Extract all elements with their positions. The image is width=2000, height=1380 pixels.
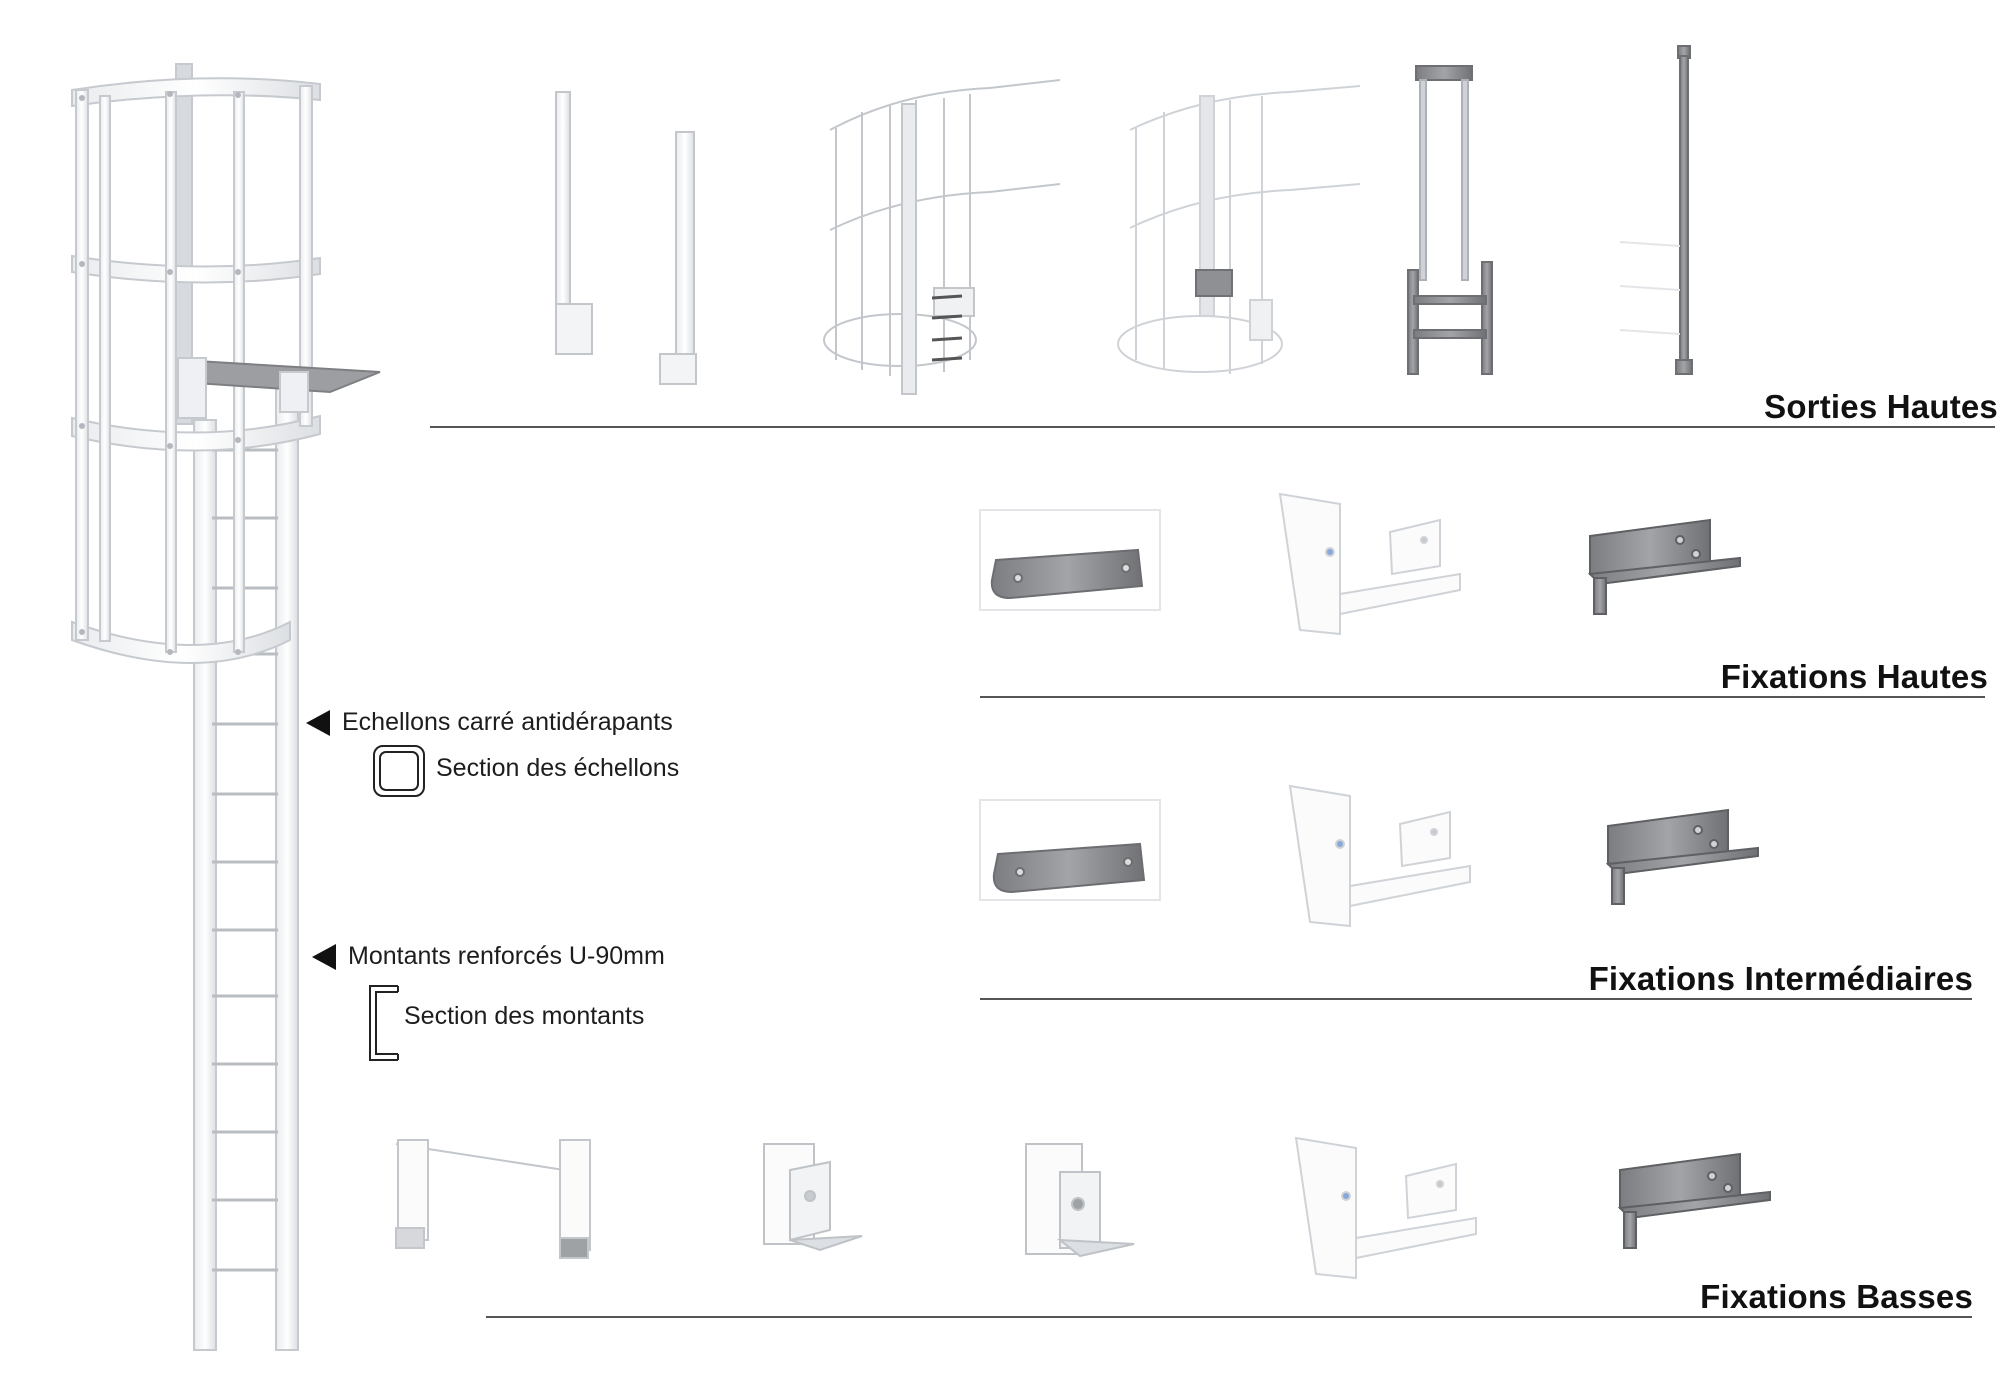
top-fixing-bracket-white [1278,492,1461,636]
exit-option-extension-uprights [555,91,697,385]
rung-section-label: Section des échellons [436,754,680,782]
section-rule-sorties-hautes [430,426,1995,428]
section-title-fixations-intermediaires: Fixations Intermédiaires [1588,960,1973,997]
rungs-arrow-icon [306,710,330,736]
intermediate-fixing-angle-bracket [1605,808,1759,905]
upright-section-symbol [369,985,399,1061]
bottom-fixing-plate-white [763,1143,863,1252]
bottom-fixing-bracket-white [1294,1136,1477,1280]
upright-section-label: Section des montants [404,1002,645,1030]
uprights-arrow-icon [312,944,336,970]
top-fixing-angle-bracket [1587,518,1741,615]
section-title-fixations-hautes: Fixations Hautes [1720,658,1988,695]
bottom-fixing-foot-caps [395,1139,591,1259]
main-caged-ladder [71,63,381,1351]
section-rule-fixations-basses [486,1316,1972,1318]
exit-option-open-cage [1117,85,1361,374]
uprights-callout: Montants renforcés U-90mm [348,942,665,970]
intermediate-fixing-bracket-white [1288,784,1471,928]
bottom-fixing-plate-grey-bolt [1025,1143,1135,1258]
exit-option-cage-with-ladder [823,79,1061,395]
section-title-sorties-hautes: Sorties Hautes [1764,388,1998,425]
exit-option-telescopic-handrail [1407,65,1493,375]
section-rule-fixations-intermediaires [980,998,1972,1000]
intermediate-fixing-bracket-grey [979,799,1161,901]
rungs-callout: Echellons carré antidérapants [342,708,673,736]
section-rule-fixations-hautes [980,696,1985,698]
rung-section-symbol [373,745,425,797]
section-title-fixations-basses: Fixations Basses [1700,1278,1973,1315]
exit-option-safety-post [1619,45,1693,375]
top-fixing-bracket-grey [979,509,1161,611]
bottom-fixing-angle-bracket [1617,1152,1771,1249]
